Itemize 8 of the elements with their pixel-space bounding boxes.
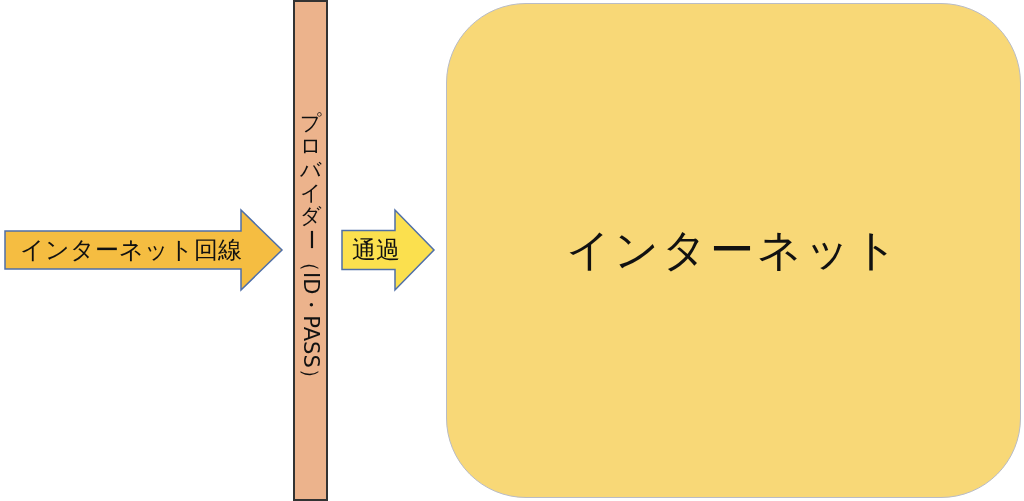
- block-arrow: [4, 208, 284, 292]
- block-arrow: [341, 208, 436, 292]
- edge-label: 通過: [352, 238, 401, 262]
- provider-bar: [293, 0, 328, 501]
- box-label: インターネット: [566, 226, 901, 275]
- bar-label: プロバイダー（ID・PASS）: [298, 112, 323, 389]
- rounded-box: [446, 3, 1021, 498]
- edge-label: インターネット回線: [20, 238, 243, 262]
